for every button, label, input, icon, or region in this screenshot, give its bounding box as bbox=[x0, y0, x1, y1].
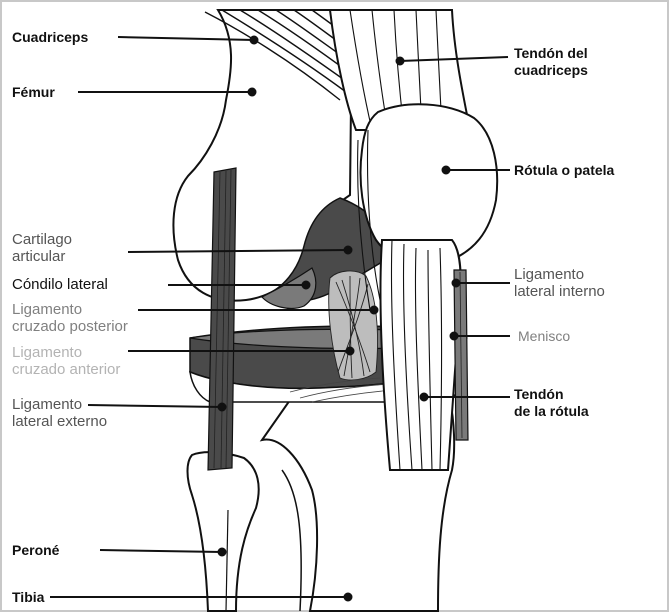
label-ligamento-cruzado-posterior: Ligamento cruzado posterior bbox=[12, 301, 128, 335]
tibia-inner-line bbox=[282, 470, 301, 611]
label-tibia: Tibia bbox=[12, 589, 44, 606]
label-perone: Peroné bbox=[12, 542, 59, 559]
label-tendon-del-cuadriceps: Tendón del cuadriceps bbox=[514, 45, 588, 79]
label-ligamento-lateral-interno: Ligamento lateral interno bbox=[514, 266, 605, 300]
cruciate-ligaments bbox=[329, 271, 378, 380]
label-cartilago-articular: Cartilago articular bbox=[12, 231, 72, 265]
label-cuadriceps: Cuadriceps bbox=[12, 29, 88, 46]
label-ligamento-cruzado-anterior: Ligamento cruzado anterior bbox=[12, 344, 120, 378]
label-menisco: Menisco bbox=[518, 328, 570, 345]
fibula-shape bbox=[188, 452, 259, 611]
label-ligamento-lateral-externo: Ligamento lateral externo bbox=[12, 396, 107, 430]
label-rotula-o-patela: Rótula o patela bbox=[514, 162, 614, 179]
label-femur: Fémur bbox=[12, 84, 55, 101]
label-tendon-de-la-rotula: Tendón de la rótula bbox=[514, 386, 589, 420]
label-condilo-lateral: Cóndilo lateral bbox=[12, 276, 108, 293]
